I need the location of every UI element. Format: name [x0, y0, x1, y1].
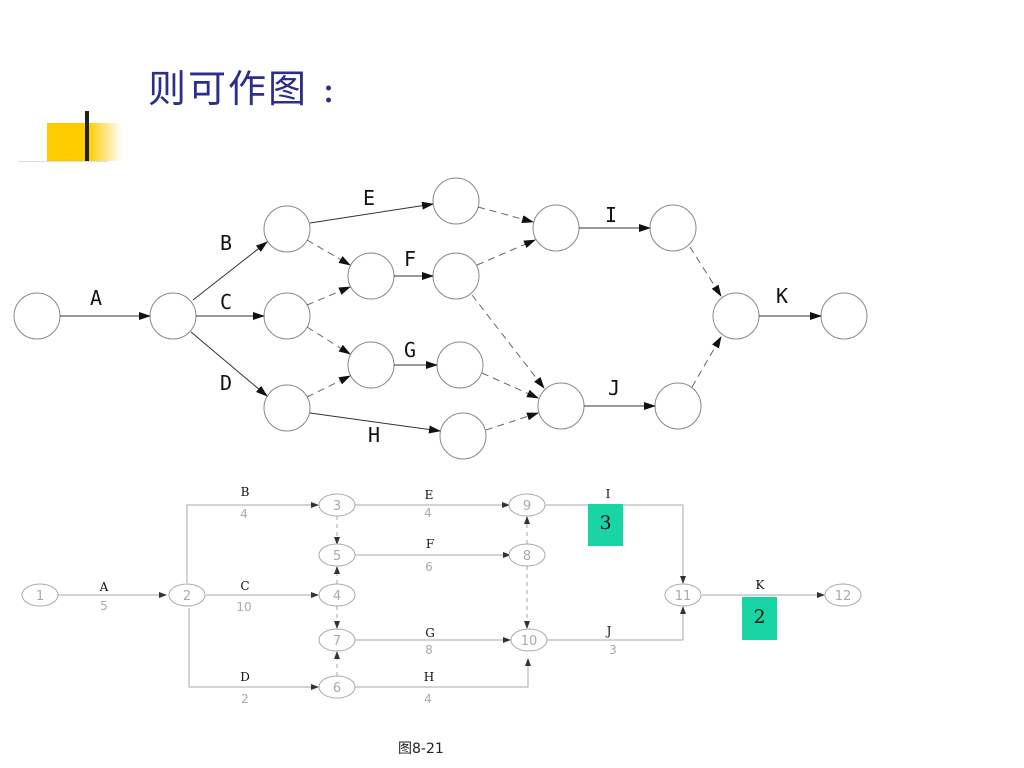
- top-label-g: G: [404, 338, 416, 362]
- top-dummy-edge: [306, 239, 351, 266]
- bottom-node-8: [508, 543, 546, 567]
- bottom-activity-c: C: [240, 579, 249, 593]
- top-edge-d: [190, 331, 268, 397]
- bottom-node-12: [824, 583, 862, 607]
- bottom-edge-h: [355, 658, 531, 688]
- top-dummy-edge: [485, 412, 539, 431]
- bottom-node-label: 12: [835, 589, 852, 604]
- bottom-duration-f: 6: [425, 560, 433, 574]
- bottom-node-label: 5: [333, 549, 341, 564]
- top-dummy-edge: [306, 375, 351, 398]
- bottom-node-label: 9: [523, 499, 531, 514]
- bottom-node-label: 2: [183, 589, 191, 604]
- top-dummy-edge: [471, 294, 545, 389]
- accent-bar: [47, 123, 122, 161]
- top-dummy-edge: [306, 286, 351, 306]
- top-node: [263, 205, 311, 253]
- bottom-edge-j: [547, 606, 686, 641]
- bottom-node-label: 11: [675, 589, 692, 604]
- bottom-node-4: [318, 583, 356, 607]
- top-label-e: E: [363, 186, 375, 210]
- bottom-activity-e: E: [425, 488, 434, 502]
- top-label-b: B: [220, 231, 232, 255]
- bottom-duration-d: 2: [241, 692, 249, 706]
- bottom-node-6: [318, 675, 356, 699]
- bottom-activity-k: K: [756, 578, 766, 592]
- bottom-node-9: [508, 493, 546, 517]
- top-dummy-edge: [306, 326, 351, 355]
- top-dummy-edge: [477, 206, 534, 223]
- slide-title: 则可作图 :: [148, 67, 337, 111]
- bottom-activity-b: B: [241, 485, 250, 499]
- bottom-duration-j: 3: [609, 643, 617, 657]
- bottom-node-label: 4: [333, 589, 341, 604]
- top-label-i: I: [605, 203, 617, 227]
- bottom-node-label: 1: [36, 589, 44, 604]
- bottom-duration-b: 4: [240, 507, 248, 521]
- bottom-node-label: 10: [521, 634, 538, 649]
- highlight-box-k: 2: [742, 597, 777, 640]
- bottom-activity-g: G: [425, 626, 435, 640]
- bottom-activity-j: J: [605, 624, 612, 638]
- bottom-activity-i: I: [606, 487, 611, 501]
- bottom-node-7: [318, 628, 356, 652]
- bottom-activity-f: F: [426, 537, 434, 551]
- bottom-activity-d: D: [240, 670, 250, 684]
- bottom-node-3: [318, 493, 356, 517]
- bottom-edge-d: [188, 608, 319, 690]
- top-edge-b: [192, 241, 268, 301]
- figure-caption: 图8-21: [398, 741, 444, 757]
- bottom-edge-b: [186, 502, 319, 583]
- accent-line: [85, 111, 89, 161]
- bottom-node-5: [318, 543, 356, 567]
- top-node: [439, 412, 487, 460]
- bottom-node-11: [664, 583, 702, 607]
- bottom-node-label: 3: [333, 499, 341, 514]
- top-label-j: J: [608, 376, 620, 400]
- top-label-f: F: [404, 247, 416, 271]
- bottom-node-1: [21, 583, 59, 607]
- top-dummy-edge: [689, 246, 722, 297]
- bottom-duration-h: 4: [424, 692, 432, 706]
- bottom-duration-c: 10: [236, 600, 251, 614]
- bottom-activity-a: A: [99, 580, 109, 594]
- highlight-box-i: 3: [588, 504, 623, 546]
- bottom-node-2: [168, 583, 206, 607]
- accent-rule: [18, 161, 108, 162]
- bottom-node-label: 8: [523, 549, 531, 564]
- top-label-c: C: [220, 290, 232, 314]
- top-label-k: K: [776, 284, 788, 308]
- bottom-node-label: 7: [333, 634, 341, 649]
- bottom-duration-a: 5: [100, 599, 108, 613]
- bottom-duration-e: 4: [424, 506, 432, 520]
- top-edge-h: [309, 412, 441, 434]
- bottom-node-label: 6: [333, 681, 341, 696]
- top-node: [263, 384, 311, 432]
- top-dummy-edge: [476, 239, 536, 266]
- top-edge-e: [309, 201, 434, 224]
- bottom-node-10: [510, 628, 548, 652]
- top-label-d: D: [220, 371, 232, 395]
- top-dummy-edge: [481, 372, 539, 399]
- bottom-activity-h: H: [424, 670, 434, 684]
- top-dummy-edge: [691, 336, 722, 388]
- bottom-duration-g: 8: [425, 643, 433, 657]
- top-node: [432, 177, 480, 225]
- top-label-h: H: [368, 423, 380, 447]
- top-label-a: A: [90, 286, 102, 310]
